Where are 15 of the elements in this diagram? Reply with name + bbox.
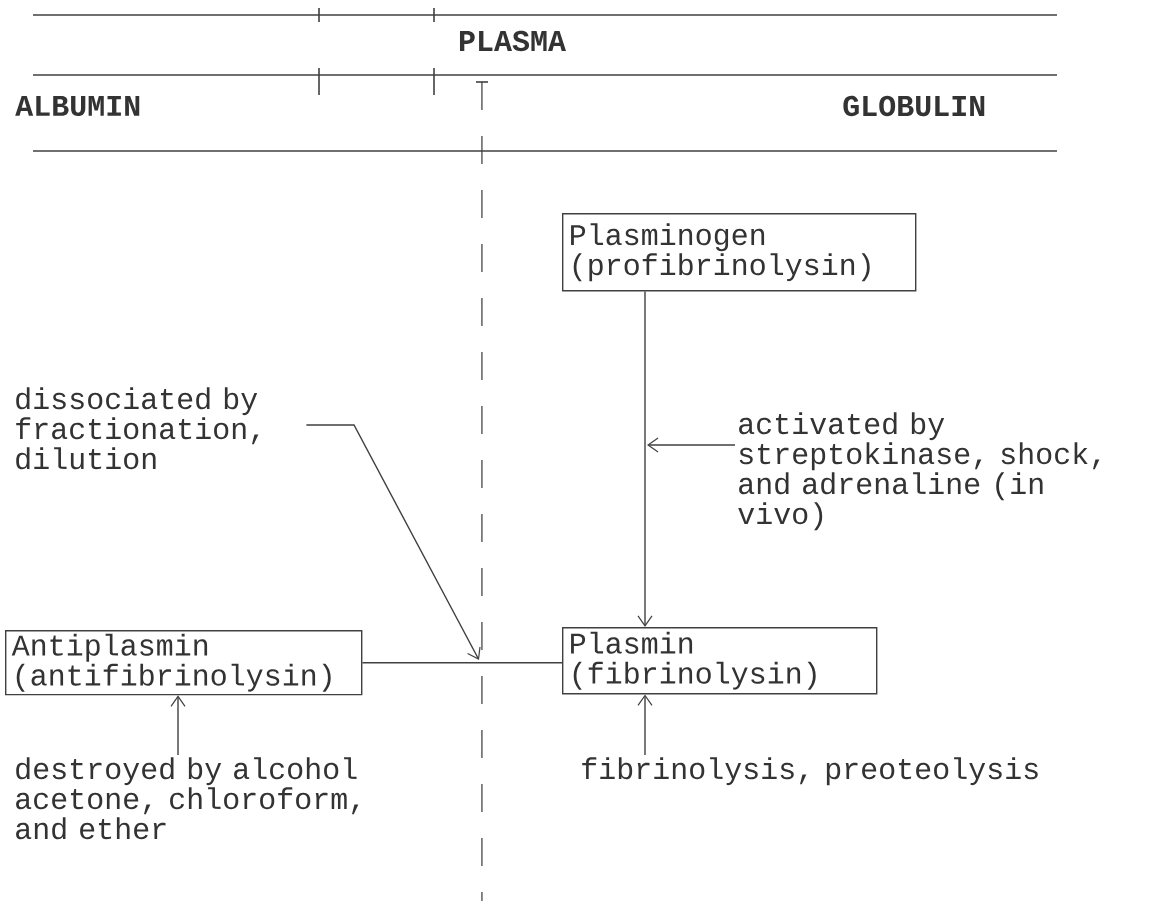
section-label: ALBUMIN (15, 95, 140, 117)
arrow (305, 424, 481, 660)
note-text: fibrinolysis, preoteolysis (582, 757, 1038, 786)
arrow (637, 290, 653, 627)
process-box: Plasminogen (profibrinolysin) (562, 213, 917, 292)
note-text: dissociated by fractionation, dilution (16, 387, 259, 470)
arrow (647, 437, 736, 453)
arrow (170, 695, 186, 756)
note-text: activated by streptokinase, shock, and adrenaline (in vivo) (738, 412, 1100, 531)
section-label: PLASMA (460, 30, 566, 52)
section-label: GLOBULIN (843, 95, 985, 117)
note-text: destroyed by alcohol acetone, chloroform, and ether (16, 757, 359, 840)
process-box: Plasmin (fibrinolysin) (562, 627, 878, 695)
arrow (637, 694, 653, 756)
process-box: Antiplasmin (antifibrinolysin) (5, 630, 363, 696)
